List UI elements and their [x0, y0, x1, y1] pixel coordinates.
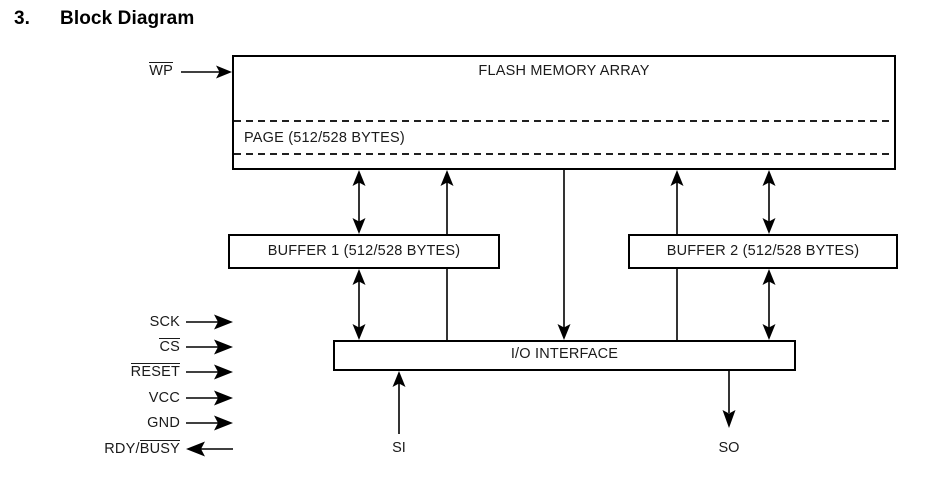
bus-buffer1-io — [352, 269, 366, 340]
flash-memory-array-box — [232, 55, 896, 170]
bus-flash-io-center — [557, 170, 571, 340]
pin-label-wp: WP — [60, 62, 173, 79]
pin-label-sck-text: SCK — [149, 314, 180, 330]
buffer-1-label: BUFFER 1 (512/528 BYTES) — [267, 243, 461, 259]
pin-label-so: SO — [718, 440, 740, 456]
pin-label-vcc: VCC — [20, 390, 180, 406]
page-title-number: 3. — [14, 8, 31, 29]
page-title: 3. Block Diagram — [14, 8, 194, 30]
pin-arrow-gnd — [186, 415, 233, 431]
si-signal-line — [392, 371, 406, 434]
flash-memory-array-label: FLASH MEMORY ARRAY — [478, 63, 650, 79]
pin-label-gnd: GND — [20, 415, 180, 431]
buffer-1-box — [228, 234, 500, 269]
io-interface-label: I/O INTERFACE — [510, 346, 619, 362]
pin-label-busy-text: BUSY — [139, 440, 181, 457]
page-title-text: Block Diagram — [60, 8, 195, 29]
pin-label-rdy-busy: RDY/BUSY — [20, 440, 181, 457]
bus-io-flash-left — [440, 170, 454, 340]
pin-label-reset-text: RESET — [130, 363, 181, 380]
pin-label-cs-text: CS — [159, 338, 180, 355]
bus-flash-buffer1 — [352, 170, 366, 234]
buffer-2-label: BUFFER 2 (512/528 BYTES) — [666, 243, 860, 259]
pin-arrow-reset — [186, 364, 233, 380]
pin-label-gnd-text: GND — [147, 415, 180, 431]
pin-label-wp-text: WP — [149, 62, 173, 79]
io-interface-box — [333, 340, 796, 371]
pin-arrow-sck — [186, 314, 233, 330]
page-band-label: PAGE (512/528 BYTES) — [244, 130, 405, 146]
wp-signal-line — [181, 65, 232, 79]
buffer-2-box — [628, 234, 898, 269]
pin-label-reset: RESET — [20, 363, 181, 380]
pin-arrow-rdy-busy — [186, 441, 233, 457]
pin-label-si: SI — [392, 440, 406, 456]
pin-label-vcc-text: VCC — [148, 390, 180, 406]
so-signal-line — [722, 371, 736, 428]
pin-label-sck: SCK — [20, 314, 180, 330]
pin-label-cs: CS — [20, 338, 180, 355]
pin-arrow-vcc — [186, 390, 233, 406]
pin-label-rdy-prefix: RDY/ — [104, 441, 140, 457]
pin-arrow-cs — [186, 339, 233, 355]
bus-io-flash-right — [670, 170, 684, 340]
page-band-dashed-lines — [234, 120, 894, 155]
bus-flash-buffer2 — [762, 170, 776, 234]
bus-buffer2-io — [762, 269, 776, 340]
